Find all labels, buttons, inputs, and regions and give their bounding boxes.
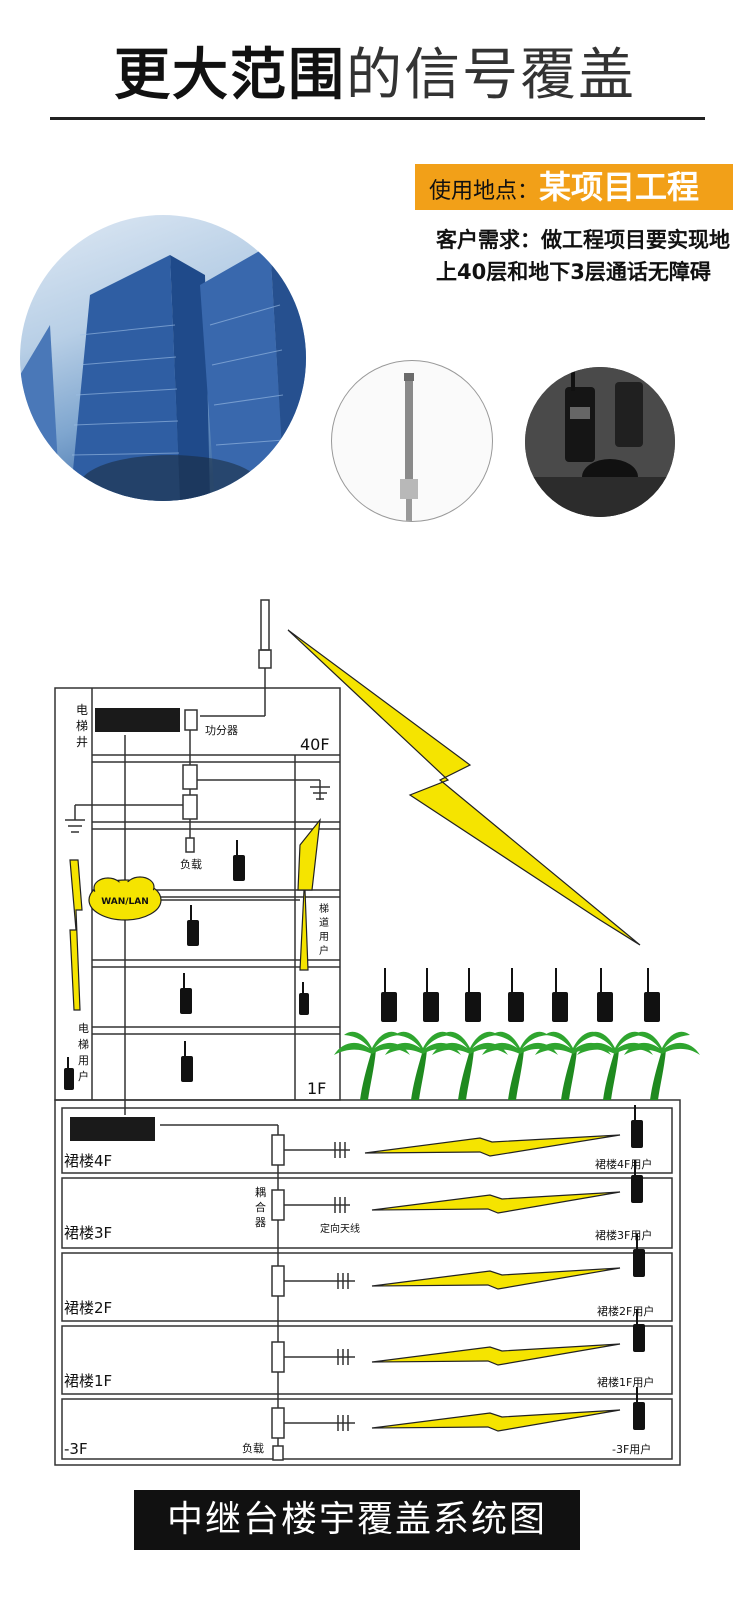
load-top-label: 负载: [180, 857, 202, 871]
location-box: 使用地点：某项目工程: [415, 164, 733, 210]
location-label: 使用地点：: [429, 179, 540, 204]
elevator-shaft-label-1: 电: [76, 703, 88, 717]
walkie-talkie-icon: [381, 968, 660, 1430]
elevator-shaft-label-3: 井: [76, 735, 88, 749]
podium-floor-label: 裙楼3F: [64, 1224, 112, 1242]
building-photo: [20, 215, 306, 501]
repeater-icon: [70, 1117, 155, 1141]
coupler-label-2: 合: [255, 1200, 266, 1214]
radio-photo: [525, 367, 675, 517]
load-bottom-label: 负载: [242, 1441, 264, 1455]
title-light: 的信号覆盖: [346, 43, 636, 108]
wan-lan-label: WAN/LAN: [101, 897, 149, 907]
wan-lan-cloud: WAN/LAN: [88, 876, 162, 921]
stair-users-label-1: 梯: [319, 902, 329, 915]
building-illustration: [20, 245, 306, 501]
stair-users-label-4: 户: [319, 944, 329, 957]
antenna-photo: [331, 360, 493, 522]
roof-antenna: [260, 599, 270, 651]
antenna-illustration: [400, 373, 418, 521]
yagi-antenna-icon: [284, 1142, 355, 1431]
power-divider: [184, 709, 198, 731]
stair-users-label-3: 用: [319, 932, 329, 943]
podium-floor-label: 裙楼2F: [64, 1299, 112, 1317]
location-value: 某项目工程: [539, 168, 700, 206]
lightning-signal-icon: [69, 629, 641, 1432]
coupler-label-1: 耦: [255, 1186, 266, 1199]
podium-user-label: -3F用户: [612, 1442, 651, 1456]
floor-1-label: 1F: [307, 1079, 326, 1098]
directional-antenna-label: 定向天线: [320, 1222, 360, 1235]
floor-40-label: 40F: [300, 735, 330, 754]
elevator-shaft-label-2: 梯: [76, 719, 88, 733]
podium-user-label: 裙楼3F用户: [595, 1228, 652, 1242]
page-title: 更大范围的信号覆盖: [0, 38, 750, 114]
podium-user-label: 裙楼2F用户: [597, 1304, 654, 1318]
power-divider-label: 功分器: [205, 724, 238, 737]
title-divider: [50, 117, 705, 120]
ground-antenna-icon: [65, 786, 330, 833]
podium-floor-label: 裙楼4F: [64, 1152, 112, 1170]
walkie-talkie-icon: [64, 840, 309, 1090]
podium-outline: [54, 1099, 681, 1466]
podium-user-label: 裙楼1F用户: [597, 1375, 654, 1389]
podium-user-label: 裙楼4F用户: [595, 1157, 652, 1171]
coverage-system-diagram: WAN/LAN 电 梯 井 功分器 40F 负载 梯: [54, 599, 700, 1466]
radio-illustration: [525, 367, 675, 517]
elevator-users-label-3: 用: [78, 1054, 89, 1067]
coupler-label-3: 器: [255, 1216, 266, 1229]
podium-floor-label: 裙楼1F: [64, 1372, 112, 1390]
diagram-caption: 中继台楼宇覆盖系统图: [134, 1490, 580, 1550]
requirement-text: 客户需求：做工程项目要实现地上40层和地下3层通话无障碍: [436, 228, 730, 284]
elevator-users-label-2: 梯: [78, 1038, 89, 1051]
repeater-icon: [95, 708, 180, 732]
stair-users-label-2: 道: [319, 916, 329, 929]
podium-floor-label: -3F: [64, 1440, 88, 1458]
elevator-users-label-1: 电: [78, 1022, 89, 1035]
title-bold: 更大范围: [114, 43, 346, 108]
palm-tree-icon: [334, 1031, 700, 1100]
elevator-users-label-4: 户: [78, 1069, 89, 1083]
